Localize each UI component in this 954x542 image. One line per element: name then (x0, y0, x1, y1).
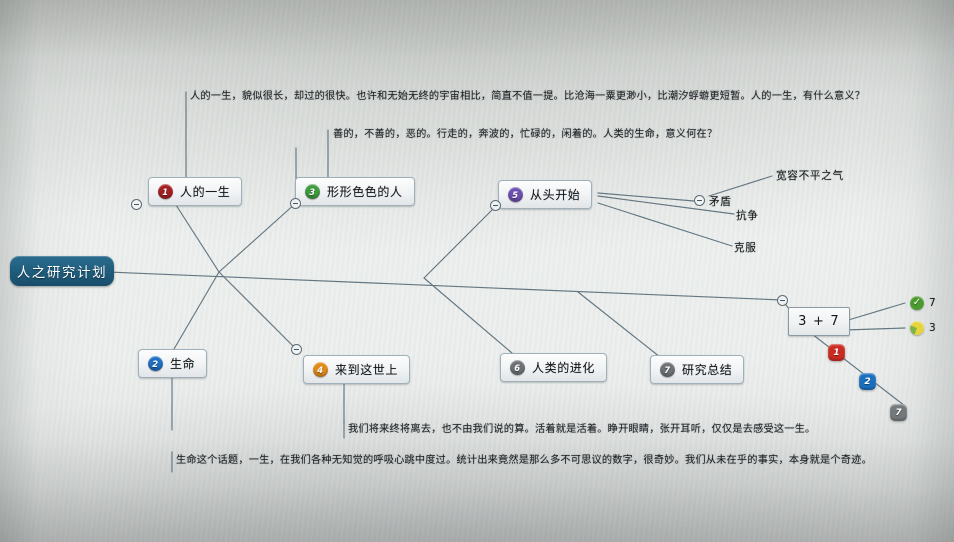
subtopic-kangzheng[interactable]: 抗争 (736, 210, 759, 222)
root-node-label: 人之研究计划 (16, 265, 108, 281)
rib-n1 (175, 204, 220, 273)
rib-n3 (218, 202, 297, 273)
legend-item-complete[interactable]: ✓ 7 (910, 296, 936, 310)
node-7-label: 研究总结 (682, 363, 733, 377)
node-4-lai-dao-zhe-shi-shang[interactable]: 4 来到这世上 (303, 355, 411, 384)
node-5-number-badge: 5 (508, 187, 523, 202)
branch-legend-3 (844, 327, 906, 331)
node-5-cong-tou-kai-shi[interactable]: 5 从头开始 (498, 180, 593, 209)
node-4-number-badge: 4 (313, 362, 328, 377)
collapse-handle-node-3-plus-7[interactable] (777, 295, 788, 306)
node-2-number-badge: 2 (148, 356, 163, 371)
branch-kefu (597, 202, 733, 247)
pie-circle-icon (910, 321, 924, 335)
node-4-label: 来到这世上 (335, 363, 399, 377)
node-6-label: 人类的进化 (532, 361, 596, 375)
node-3-plus-7-label: 3 + 7 (798, 314, 840, 329)
rib-n2 (173, 271, 220, 350)
legend-value-3: 3 (929, 322, 936, 334)
subtopic-kuanrong-bu-ping-zhi-qi[interactable]: 宽容不平之气 (776, 170, 844, 182)
rib-n5 (423, 204, 498, 279)
rib-n4 (218, 271, 298, 351)
collapse-handle-node-5[interactable] (490, 200, 501, 211)
node-5-label: 从头开始 (530, 188, 581, 202)
rib-n6 (423, 277, 513, 354)
branch-kangzheng (597, 195, 735, 215)
root-node[interactable]: 人之研究计划 (10, 256, 114, 286)
node-2-label: 生命 (170, 357, 196, 371)
collapse-handle-node-3[interactable] (290, 198, 301, 209)
annotation-top-line-2: 善的，不善的，恶的。行走的，奔波的，忙碌的，闲着的。人类的生命，意义何在？ (333, 129, 718, 140)
collapse-handle-subtopic-maodun[interactable] (694, 195, 705, 206)
branch-maodun (597, 192, 695, 202)
node-6-number-badge: 6 (510, 360, 525, 375)
rib-n7 (577, 291, 661, 358)
node-3-number-badge: 3 (305, 184, 320, 199)
node-1-label: 人的一生 (180, 185, 231, 199)
branch-kuanrong (708, 175, 773, 197)
check-circle-icon: ✓ (910, 296, 924, 310)
collapse-handle-node-4[interactable] (291, 344, 302, 355)
annotation-top-line-1: 人的一生，貌似很长，却过的很快。也许和无始无终的宇宙相比，简直不值一提。比沧海一… (190, 91, 866, 102)
flag-1[interactable]: 1 (828, 344, 845, 361)
node-1-number-badge: 1 (158, 184, 173, 199)
node-1-ren-de-yi-sheng[interactable]: 1 人的一生 (148, 177, 243, 206)
branch-legend-7 (844, 302, 906, 322)
flag-2[interactable]: 2 (859, 373, 876, 390)
node-3-label: 形形色色的人 (327, 185, 403, 199)
node-7-yan-jiu-zong-jie[interactable]: 7 研究总结 (650, 355, 745, 384)
subtopic-kefu[interactable]: 克服 (734, 242, 757, 254)
node-3-xing-xing-se-se-de-ren[interactable]: 3 形形色色的人 (295, 177, 415, 206)
node-6-ren-lei-de-jin-hua[interactable]: 6 人类的进化 (500, 353, 608, 382)
branch-flags (811, 333, 906, 407)
spine-line (107, 271, 783, 301)
flag-7[interactable]: 7 (890, 404, 907, 421)
collapse-handle-node-1[interactable] (131, 199, 142, 210)
annotation-bottom-line-1: 我们将来终将离去，也不由我们说的算。活着就是活着。睁开眼睛，张开耳听，仅仅是去感… (348, 424, 816, 435)
annotation-bottom-line-2: 生命这个话题，一生，在我们各种无知觉的呼吸心跳中度过。统计出来竟然是那么多不可思… (176, 455, 872, 466)
legend-item-partial[interactable]: 3 (910, 321, 936, 335)
node-7-number-badge: 7 (660, 362, 675, 377)
subtopic-maodun[interactable]: 矛盾 (709, 196, 732, 208)
legend-value-7: 7 (929, 297, 936, 309)
node-2-sheng-ming[interactable]: 2 生命 (138, 349, 208, 378)
node-3-plus-7-box[interactable]: 3 + 7 (788, 307, 850, 336)
